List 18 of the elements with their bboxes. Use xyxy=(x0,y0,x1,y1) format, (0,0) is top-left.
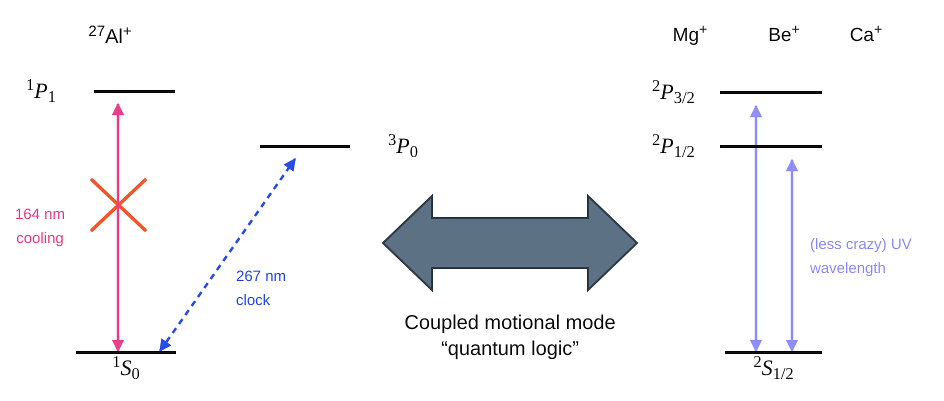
edge-label: 267 nm clock xyxy=(236,268,286,309)
arrow xyxy=(112,102,124,352)
ion-label: $^{27}$Al$^{+}$ xyxy=(88,26,132,48)
level-label: $^{2}$P$_{3/2}$ xyxy=(652,80,695,104)
edge-label: 164 nm cooling xyxy=(14,206,66,247)
arrow xyxy=(786,158,798,352)
edge-label: (less crazy) UV wavelength xyxy=(810,236,912,277)
level-label: $^{1}$S$_{0}$ xyxy=(112,356,140,380)
caption: Coupled motional mode “quantum logic” xyxy=(404,312,616,360)
arrow xyxy=(158,158,296,352)
level-label: $^{2}$S$_{1/2}$ xyxy=(753,356,794,380)
level-label: $^{2}$P$_{1/2}$ xyxy=(652,134,695,158)
arrow xyxy=(750,104,762,352)
ion-label: Ca$^{+}$ xyxy=(850,25,882,46)
level-label: $^{1}$P$_{1}$ xyxy=(26,79,56,103)
level-label: $^{3}$P$_{0}$ xyxy=(388,134,418,158)
ion-label: Mg$^{+}$ xyxy=(672,25,708,46)
ion-label: Be$^{+}$ xyxy=(768,25,800,46)
